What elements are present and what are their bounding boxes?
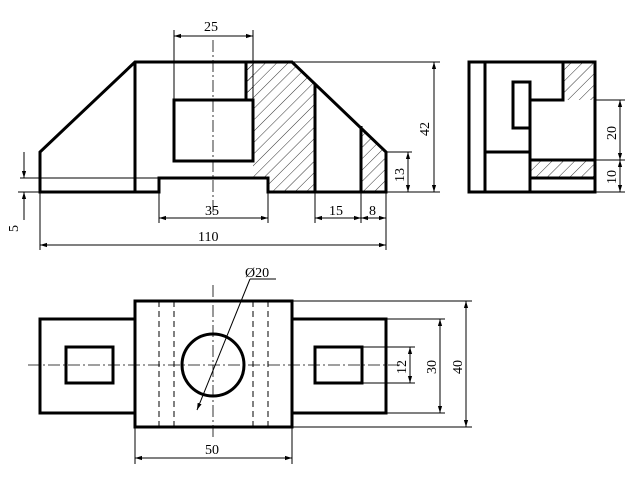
dim-text-5: 5: [7, 225, 22, 232]
dim-text-13: 13: [393, 168, 408, 182]
section-hatch-center: [246, 62, 315, 192]
side-slot: [511, 80, 532, 130]
dim-text-50: 50: [205, 443, 219, 458]
top-center-block: [133, 299, 294, 429]
dim-text-8: 8: [369, 204, 376, 219]
dim-text-10: 10: [605, 170, 620, 184]
top-left-flange: [38, 317, 137, 415]
dim-text-30: 30: [425, 360, 440, 374]
dim-text-diameter: Ø20: [245, 266, 269, 281]
dim-text-40: 40: [451, 360, 466, 374]
dim-text-110: 110: [198, 230, 218, 245]
dim-text-15: 15: [329, 204, 343, 219]
dim-line-diameter: [196, 278, 251, 411]
top-right-flange: [290, 317, 388, 415]
side-hatch-top: [563, 62, 595, 100]
dim-text-35: 35: [205, 204, 219, 219]
front-window: [172, 98, 255, 163]
dim-text-42: 42: [418, 122, 433, 136]
dim-text-20: 20: [605, 126, 620, 140]
top-view: Ø20 50 12 30 40: [28, 266, 472, 464]
section-hatch-right: [361, 126, 386, 192]
section-hatch-left-strip: [246, 62, 253, 100]
front-view: 25 42 13 35 15 8 5 110: [7, 20, 440, 250]
side-view: 20 10: [467, 60, 625, 194]
dim-text-25: 25: [204, 20, 218, 35]
dim-text-12: 12: [395, 360, 410, 374]
side-hatch-bottom: [530, 160, 595, 178]
side-inner-profile: [485, 62, 565, 154]
side-outline: [467, 60, 597, 194]
